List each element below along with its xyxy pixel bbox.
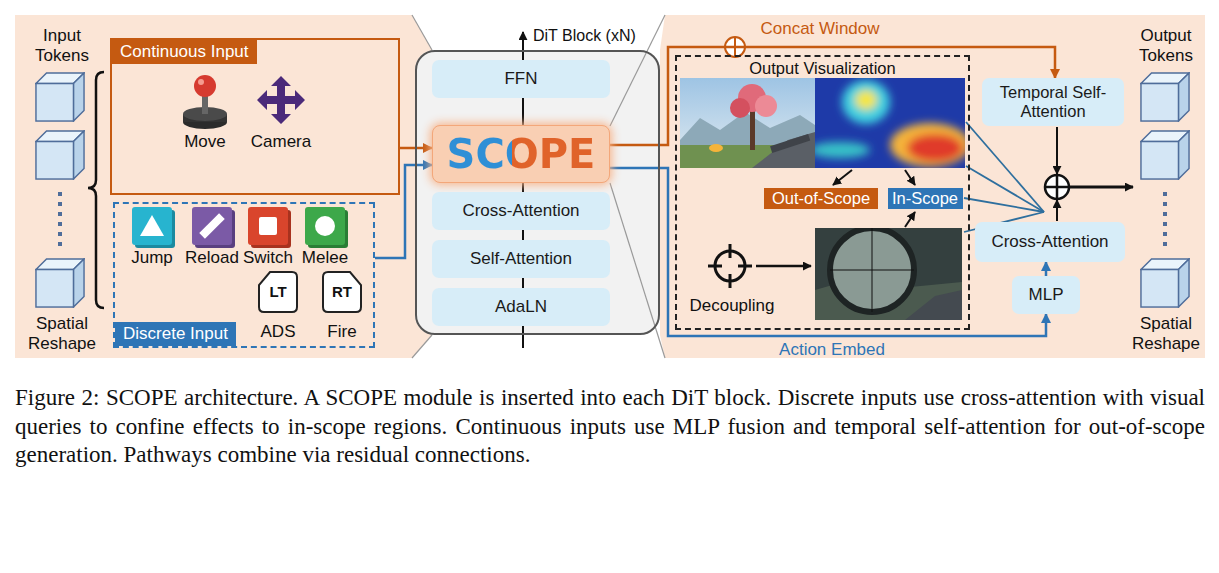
layer-name: MLP: [1029, 285, 1064, 305]
control-label: Camera: [241, 132, 321, 152]
token-label: Spatial Reshape: [1126, 314, 1206, 354]
button-label: Jump: [123, 248, 181, 268]
brace: [88, 72, 104, 308]
button-label: Melee: [297, 248, 353, 268]
control-label: Move: [165, 132, 245, 152]
layer-box: FFN: [432, 60, 610, 98]
feature-fan-lines: [964, 122, 1044, 232]
block-title: DiT Block (xN): [533, 27, 636, 45]
group-title: Discrete Input: [115, 322, 236, 346]
trigger-label: RT: [324, 282, 360, 302]
panel-title: Output Visualization: [677, 59, 968, 78]
token-label: Output Tokens: [1128, 26, 1204, 66]
layer-box: Self-Attention: [432, 240, 610, 278]
tag-text: In-Scope: [892, 189, 958, 208]
layer-name: Self-Attention: [470, 249, 572, 269]
figure-caption: Figure 2: SCOPE architecture. A SCOPE mo…: [15, 384, 1205, 470]
region-tag: In-Scope: [888, 188, 963, 209]
layer-name: Cross-Attention: [462, 201, 579, 221]
joystick-icon: [183, 75, 227, 129]
layer-name: AdaLN: [495, 297, 547, 317]
scope-module: SCOPE: [432, 125, 610, 183]
dit-block: DiT Block (xN)FFNSCOPECross-AttentionSel…: [415, 50, 660, 335]
layer-name: Cross-Attention: [991, 232, 1108, 252]
game-frame: [680, 78, 815, 168]
layer-box: Cross-Attention: [432, 192, 610, 230]
connector: [1045, 262, 1048, 276]
tag-text: Out-of-Scope: [772, 189, 870, 208]
panel-backgrounds: [15, 15, 1205, 358]
layer-box: MLP: [1012, 276, 1080, 314]
button-label: Reload: [183, 248, 241, 268]
layer-box: Temporal Self-Attention: [982, 78, 1124, 126]
dit-block-fill: [415, 15, 665, 358]
scope-view: [815, 228, 962, 320]
layer-box: Cross-Attention: [975, 222, 1125, 262]
layer-name: FFN: [504, 69, 537, 89]
decoupling-crosshair: [708, 244, 811, 288]
connector: [375, 165, 432, 258]
token-label: Input Tokens: [22, 26, 102, 66]
layer-name: Temporal Self-Attention: [982, 83, 1124, 121]
visualization-panel: Output VisualizationOut-of-Scope In-Scope: [675, 55, 970, 330]
camera-arrows-icon: [257, 76, 305, 124]
residual-sum: [1045, 127, 1133, 221]
layer-box: AdaLN: [432, 288, 610, 326]
button-label: Switch: [240, 248, 296, 268]
token-label: Spatial Reshape: [22, 314, 102, 354]
module-logo: SCOPE: [447, 134, 596, 174]
input-group: Continuous Input: [110, 38, 400, 195]
path-label: Concat Window: [754, 19, 886, 39]
group-title: Continuous Input: [112, 40, 257, 64]
button-label: ADS: [253, 322, 303, 342]
step-label: Decoupling: [682, 296, 782, 316]
path-label: Action Embed: [767, 340, 897, 360]
heatmap: [815, 78, 965, 168]
token-cubes: [36, 73, 1189, 307]
region-tag: Out-of-Scope: [764, 188, 878, 209]
button-label: Fire: [317, 322, 367, 342]
trigger-label: LT: [260, 282, 296, 302]
